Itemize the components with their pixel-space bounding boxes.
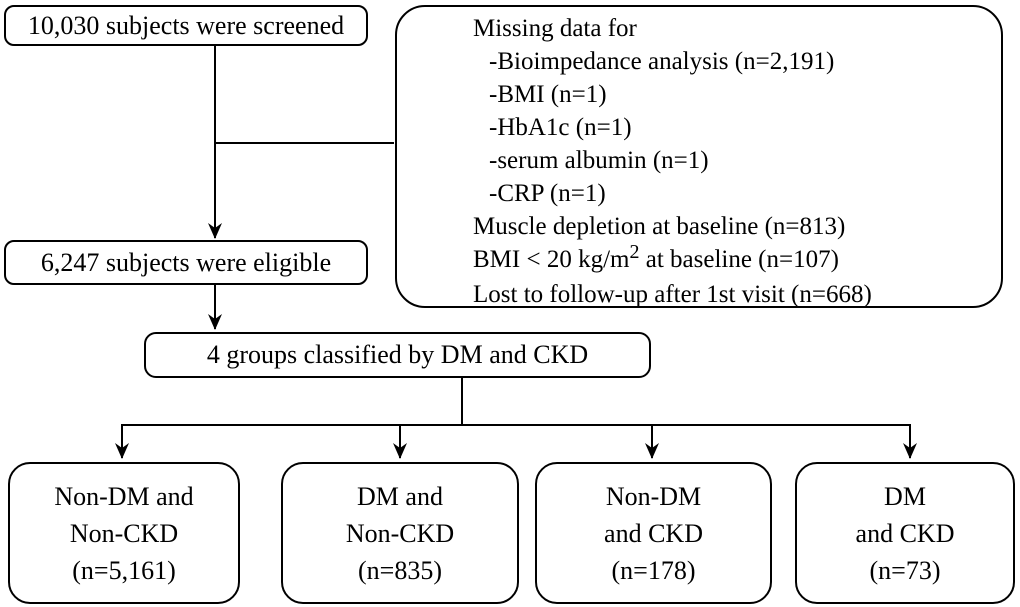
outcome-line: Non-CKD	[345, 518, 455, 548]
outcome-box-dm-non-ckd: DM and Non-CKD (n=835)	[281, 462, 519, 604]
exclusion-bmi-under-20-text: BMI < 20 kg/m	[473, 246, 630, 273]
outcome-count: (n=178)	[611, 555, 696, 585]
eligible-label: 6,247 subjects were eligible	[40, 247, 332, 277]
exclusion-item-bmi: -BMI (n=1)	[489, 81, 607, 108]
exclusion-bmi-superscript: 2	[629, 241, 640, 263]
exclusion-bmi-under-20-tail: at baseline (n=107)	[639, 246, 839, 273]
exclusion-box: Missing data for -Bioimpedance analysis …	[395, 5, 1003, 308]
outcome-box-non-dm-ckd: Non-DM and CKD (n=178)	[535, 462, 772, 604]
exclusion-item-hba1c: -HbA1c (n=1)	[489, 114, 632, 141]
exclusion-item-bioimpedance: -Bioimpedance analysis (n=2,191)	[489, 48, 835, 75]
outcome-count: (n=73)	[869, 555, 941, 585]
outcome-line: Non-CKD	[69, 518, 179, 548]
groups-label: 4 groups classified by DM and CKD	[206, 340, 589, 369]
outcome-count: (n=835)	[358, 555, 442, 585]
outcome-line: Non-DM	[605, 481, 702, 511]
outcome-line: Non-DM and	[54, 481, 194, 511]
outcome-line: and CKD	[855, 518, 955, 548]
exclusion-item-crp: -CRP (n=1)	[489, 180, 606, 207]
exclusion-title: Missing data for	[473, 15, 637, 42]
eligible-box: 6,247 subjects were eligible	[4, 240, 368, 285]
screened-box: 10,030 subjects were screened	[4, 5, 368, 46]
outcome-count: (n=5,161)	[72, 555, 176, 585]
exclusion-bmi-under-20: BMI < 20 kg/m2 at baseline (n=107)	[473, 241, 991, 278]
exclusion-lost-followup: Lost to follow-up after 1st visit (n=668…	[473, 281, 872, 308]
outcome-line: DM and	[357, 481, 443, 511]
screened-label: 10,030 subjects were screened	[27, 10, 345, 40]
exclusion-muscle-depletion: Muscle depletion at baseline (n=813)	[473, 213, 846, 240]
outcome-line: DM	[884, 481, 926, 511]
groups-box: 4 groups classified by DM and CKD	[144, 332, 651, 378]
outcome-line: and CKD	[604, 518, 703, 548]
outcome-box-dm-ckd: DM and CKD (n=73)	[795, 462, 1015, 604]
outcome-box-non-dm-non-ckd: Non-DM and Non-CKD (n=5,161)	[8, 462, 240, 604]
exclusion-item-serum-albumin: -serum albumin (n=1)	[489, 147, 709, 174]
